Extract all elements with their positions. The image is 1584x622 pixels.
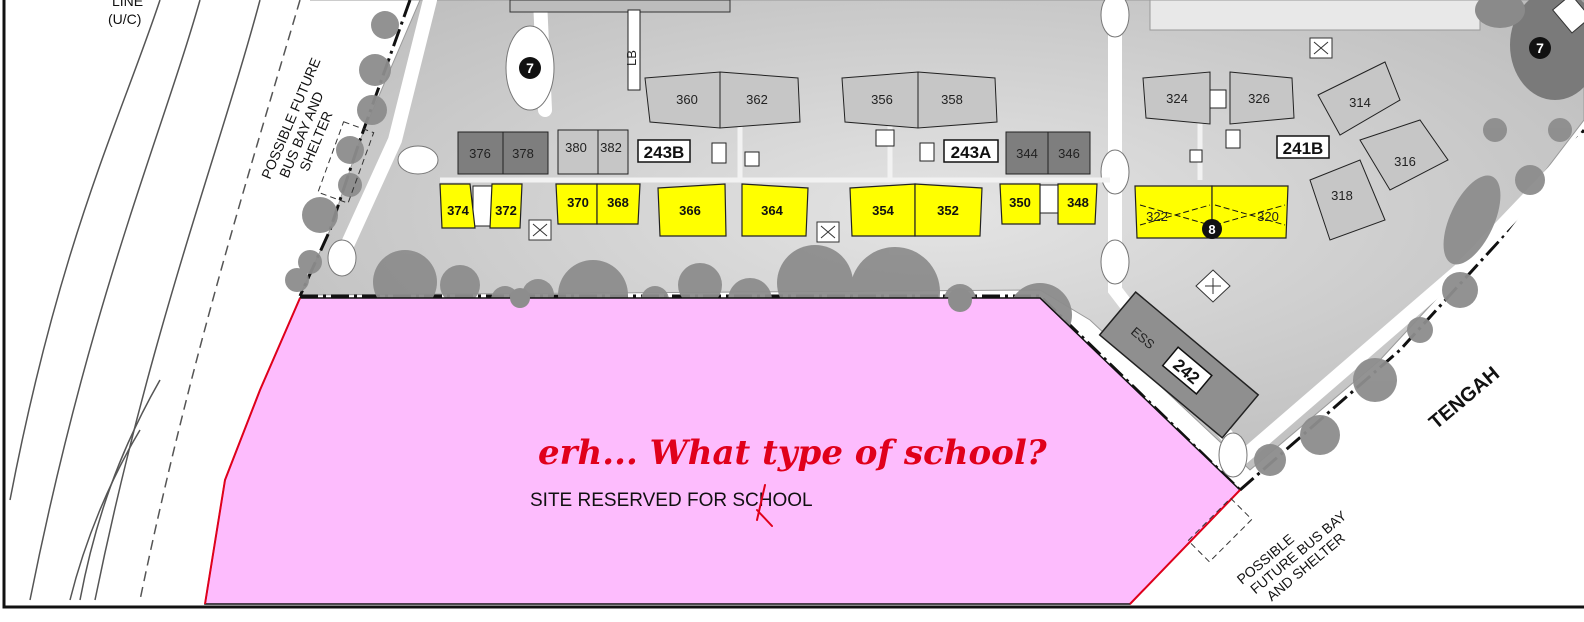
unit-324: 324 bbox=[1166, 91, 1188, 106]
marker-7-left-label: 7 bbox=[526, 60, 534, 76]
block-243b-label: 243B bbox=[644, 143, 685, 162]
units-grey: 376 378 380 382 360 362 356 358 344 346 … bbox=[457, 61, 1449, 241]
marker-7-left: 7 bbox=[505, 25, 555, 111]
annotation-text: erh... What type of school? bbox=[538, 433, 1048, 473]
lift-label: LB bbox=[624, 50, 639, 66]
marker-7-right: 7 bbox=[1529, 37, 1551, 59]
unit-364: 364 bbox=[761, 203, 783, 218]
unit-322-320-dashes bbox=[1139, 204, 1286, 226]
trees-edge bbox=[510, 288, 972, 312]
unit-labels-yellow: 374 372 370 368 366 364 354 352 350 348 … bbox=[447, 195, 1279, 224]
unit-316: 316 bbox=[1394, 154, 1416, 169]
unit-366: 366 bbox=[679, 203, 701, 218]
unit-354: 354 bbox=[872, 203, 894, 218]
rail-line-label-2: (U/C) bbox=[108, 11, 141, 27]
unit-350: 350 bbox=[1009, 195, 1031, 210]
unit-344: 344 bbox=[1016, 146, 1038, 161]
site-reserved-label: SITE RESERVED FOR SCHOOL bbox=[530, 490, 813, 511]
rail-line-curves bbox=[9, 0, 301, 601]
unit-346: 346 bbox=[1058, 146, 1080, 161]
unit-362: 362 bbox=[746, 92, 768, 107]
rail-line-label-1: LINE bbox=[112, 0, 143, 9]
unit-358: 358 bbox=[941, 92, 963, 107]
building-top-left bbox=[509, 0, 731, 13]
units-yellow bbox=[439, 183, 1289, 239]
insertion-mark bbox=[756, 484, 773, 527]
unit-348: 348 bbox=[1067, 195, 1089, 210]
unit-352: 352 bbox=[937, 203, 959, 218]
unit-370: 370 bbox=[567, 195, 589, 210]
unit-314: 314 bbox=[1349, 95, 1371, 110]
unit-380: 380 bbox=[565, 140, 587, 155]
unit-320: 320 bbox=[1257, 209, 1279, 224]
unit-376: 376 bbox=[469, 146, 491, 161]
bus-bay-dashed bbox=[317, 121, 1253, 563]
unit-318: 318 bbox=[1331, 188, 1353, 203]
block-243a-label: 243A bbox=[951, 143, 992, 162]
school-site-edge-left bbox=[204, 297, 301, 605]
marker-8-label: 8 bbox=[1208, 222, 1215, 237]
unit-378: 378 bbox=[512, 146, 534, 161]
school-site-edge-right bbox=[1129, 489, 1241, 605]
building-top-right bbox=[1149, 0, 1481, 31]
path-ovals bbox=[327, 0, 1248, 478]
unit-326: 326 bbox=[1248, 91, 1270, 106]
map-frame bbox=[2, 0, 1584, 609]
block-labels: 243B 243A 241B bbox=[637, 135, 1330, 163]
marker-7-right-label: 7 bbox=[1536, 40, 1544, 56]
unit-360: 360 bbox=[676, 92, 698, 107]
unit-372: 372 bbox=[495, 203, 517, 218]
unit-322: 322 bbox=[1146, 209, 1168, 224]
x-markers bbox=[528, 37, 1333, 303]
unit-382: 382 bbox=[600, 140, 622, 155]
rail-line-label: LINE (U/C) bbox=[108, 0, 147, 27]
unit-356: 356 bbox=[871, 92, 893, 107]
block-241b-label: 241B bbox=[1283, 139, 1324, 158]
core-boxes bbox=[472, 9, 1241, 227]
unit-374: 374 bbox=[447, 203, 469, 218]
unit-368: 368 bbox=[607, 195, 629, 210]
block-242-ess: ESS 242 bbox=[1098, 290, 1260, 439]
marker-8: 8 bbox=[1202, 219, 1222, 239]
